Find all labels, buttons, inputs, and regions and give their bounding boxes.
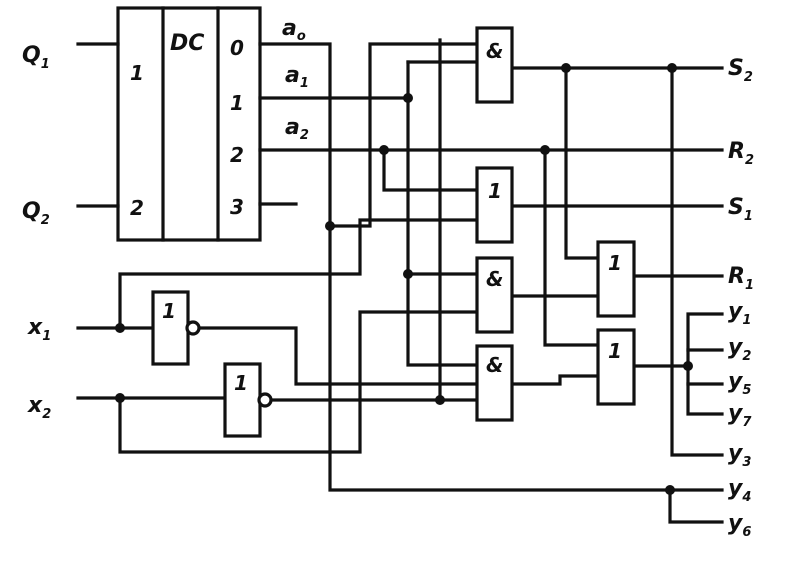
wire-a0-to-and1	[328, 42, 479, 228]
gate-or2-symbol: 1	[608, 251, 622, 275]
wire-y3	[670, 66, 724, 457]
gate-inv2-symbol: 1	[234, 371, 248, 395]
wires	[76, 38, 724, 524]
output-label-r2: R2	[728, 139, 754, 168]
decoder-output-2: 2	[230, 143, 244, 167]
gate-and3: &	[475, 344, 514, 422]
output-label-y2: y2	[728, 335, 751, 364]
gate-inv2-bubble	[257, 392, 273, 408]
gate-inv2: 1	[223, 362, 273, 438]
gate-or2: 1	[596, 240, 636, 318]
junction	[403, 93, 413, 103]
input-label-x1: x1	[27, 315, 51, 344]
decoder-output-1: 1	[230, 91, 244, 115]
gate-or3-symbol: 1	[608, 339, 622, 363]
output-label-y1: y1	[728, 299, 751, 328]
output-label-r1: R1	[728, 264, 754, 293]
gate-and2-symbol: &	[486, 267, 503, 291]
junction	[115, 393, 125, 403]
wire-x1-to-or1	[118, 218, 479, 330]
gate-or3: 1	[596, 328, 636, 406]
signal-label-a0: ao	[282, 16, 306, 44]
decoder-output-0: 0	[230, 36, 244, 60]
junction	[665, 485, 675, 495]
gate-and1-symbol: &	[486, 39, 503, 63]
decoder-output-3: 3	[230, 195, 244, 219]
output-label-s1: S1	[728, 195, 753, 224]
wire-inv1-out	[191, 326, 479, 386]
gate-and2: &	[475, 256, 514, 334]
junctions	[115, 63, 693, 495]
wire-a1-bus	[406, 60, 479, 367]
decoder-input-2: 2	[130, 196, 144, 220]
output-label-y4: y4	[728, 476, 751, 505]
wire-a2-to-or3	[543, 148, 600, 347]
wire-and3-out	[510, 374, 600, 386]
junction	[325, 221, 335, 231]
output-label-y5: y5	[728, 369, 751, 398]
gate-or1-box	[475, 166, 514, 244]
gate-or1-symbol: 1	[488, 179, 502, 203]
junction	[115, 323, 125, 333]
decoder-name: DC	[170, 31, 204, 56]
output-label-y7: y7	[728, 401, 752, 430]
output-labels: S2 R2 S1 R1 y1 y2 y5 y7 y3 y4 y6	[728, 56, 754, 540]
gate-and1-box	[475, 26, 514, 104]
junction	[379, 145, 389, 155]
gate-or3-box	[596, 328, 636, 406]
wire-s2-to-or2	[564, 66, 600, 260]
gate-and1: &	[475, 26, 514, 104]
gate-inv1-box	[151, 290, 190, 366]
input-labels: Q1 Q2 x1 x2	[22, 43, 51, 422]
junction	[540, 145, 550, 155]
gate-inv1: 1	[151, 290, 201, 366]
signal-labels: ao a1 a2	[282, 16, 309, 143]
junction	[667, 63, 677, 73]
input-label-q1: Q1	[22, 43, 50, 72]
output-label-y3: y3	[728, 441, 751, 470]
input-label-q2: Q2	[22, 199, 50, 228]
decoder-input-1: 1	[130, 61, 144, 85]
junction	[683, 361, 693, 371]
junction	[403, 269, 413, 279]
decoder-outline	[116, 6, 262, 242]
signal-label-a1: a1	[285, 63, 309, 91]
wire-y6	[668, 488, 724, 524]
gate-inv1-symbol: 1	[162, 299, 176, 323]
wire-x2-to-and2	[118, 310, 479, 454]
wire-a2-to-or1	[382, 148, 479, 192]
gate-or2-box	[596, 240, 636, 318]
gate-inv1-bubble	[185, 320, 201, 336]
wire-y-fan	[686, 312, 724, 416]
input-label-x2: x2	[27, 393, 51, 422]
signal-label-a2: a2	[285, 115, 309, 143]
gate-and3-symbol: &	[486, 353, 503, 377]
junction	[561, 63, 571, 73]
gate-and3-box	[475, 344, 514, 422]
output-label-s2: S2	[728, 56, 753, 85]
output-label-y6: y6	[728, 511, 751, 540]
decoder-block: DC 1 2 0 1 2 3	[116, 6, 262, 242]
gate-or1: 1	[475, 166, 514, 244]
junction	[435, 395, 445, 405]
wire-a0	[258, 42, 672, 492]
gate-and2-box	[475, 256, 514, 334]
